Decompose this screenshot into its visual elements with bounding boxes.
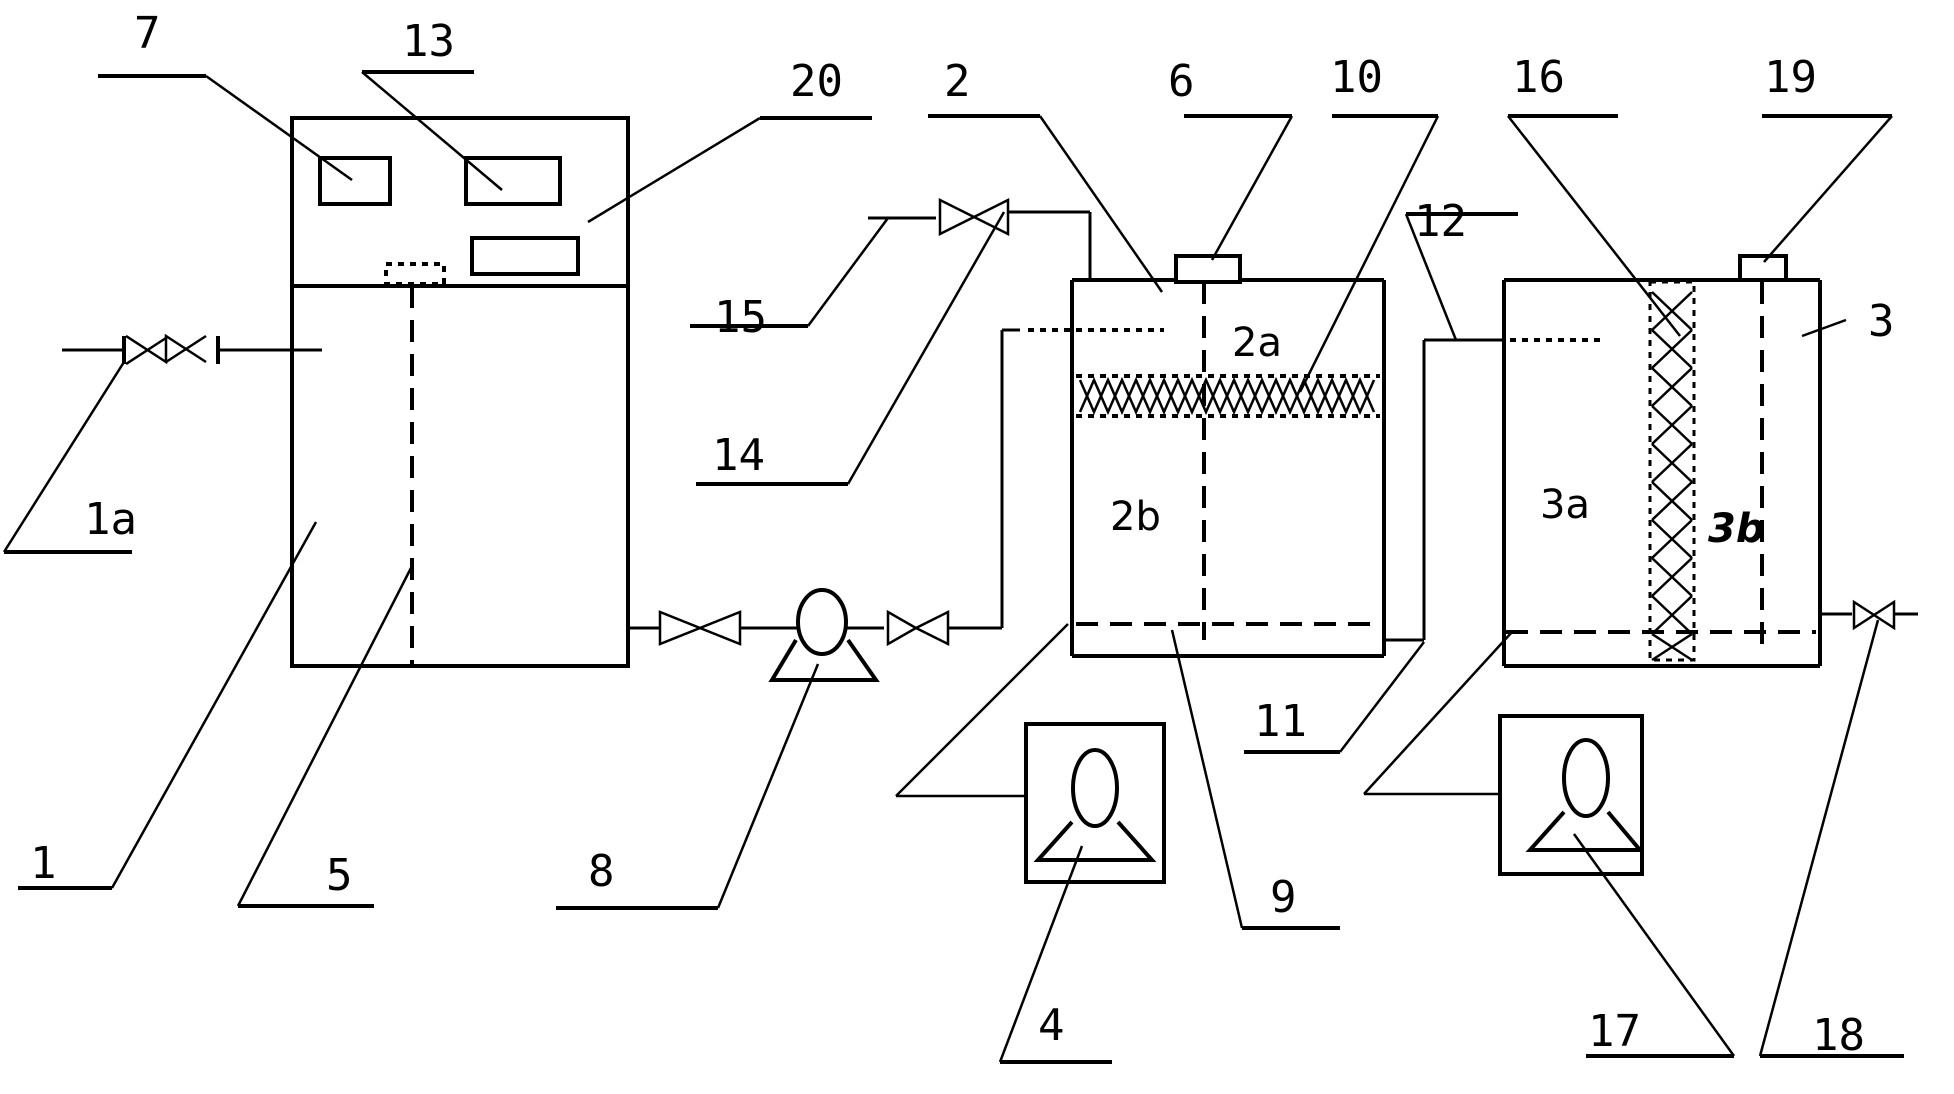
label-11: 11: [1254, 696, 1307, 747]
label-7: 7: [134, 8, 161, 59]
leader-lines: [2, 70, 1904, 1064]
panel-module: [470, 236, 580, 276]
label-16: 16: [1512, 52, 1565, 103]
label-15: 15: [714, 292, 767, 343]
label-1: 1: [30, 838, 57, 889]
label-14: 14: [712, 430, 765, 481]
label-3b: 3b: [1708, 506, 1764, 552]
transfer-line: [628, 328, 1164, 682]
label-3a: 3a: [1540, 482, 1590, 528]
tank-1-cabinet: [62, 116, 630, 668]
label-6: 6: [1168, 56, 1195, 107]
label-20: 20: [790, 56, 843, 107]
label-2b: 2b: [1110, 494, 1161, 540]
label-19: 19: [1764, 52, 1817, 103]
blower-4: [1024, 722, 1166, 884]
label-17: 17: [1588, 1006, 1641, 1057]
blower-17: [1498, 714, 1645, 876]
vent-6: [1174, 254, 1242, 284]
tank-2: [1070, 254, 1504, 658]
label-3: 3: [1868, 296, 1895, 347]
valve-1a[interactable]: [125, 333, 207, 365]
label-2: 2: [944, 56, 971, 107]
gas-line-15: [868, 197, 1092, 280]
valve-14[interactable]: [938, 197, 1010, 237]
probe-cap: [384, 262, 446, 286]
tank-1: [290, 284, 630, 668]
label-13: 13: [402, 16, 455, 67]
label-8: 8: [588, 846, 615, 897]
valve-outlet-1[interactable]: [658, 610, 742, 646]
label-5: 5: [326, 850, 353, 901]
labels: 7 13 20 2 6 10 16 19 12 3 15 14 1a 1 5 8…: [30, 8, 1895, 1061]
inner-labels: 2a 2b 3a 3b: [1110, 320, 1764, 552]
valve-18[interactable]: [1852, 599, 1896, 631]
display-7: [318, 156, 392, 206]
label-9: 9: [1270, 872, 1297, 923]
pump-8[interactable]: [796, 588, 848, 656]
label-12: 12: [1414, 196, 1467, 247]
label-1a: 1a: [84, 494, 137, 545]
tank-3: [1502, 254, 1918, 668]
label-4: 4: [1038, 1000, 1065, 1051]
label-2a: 2a: [1232, 320, 1282, 366]
display-13: [464, 156, 562, 206]
label-10: 10: [1330, 52, 1383, 103]
valve-outlet-2[interactable]: [886, 609, 950, 647]
filter-column-16: [1648, 280, 1696, 662]
vent-19: [1738, 254, 1788, 282]
label-18: 18: [1812, 1010, 1865, 1061]
